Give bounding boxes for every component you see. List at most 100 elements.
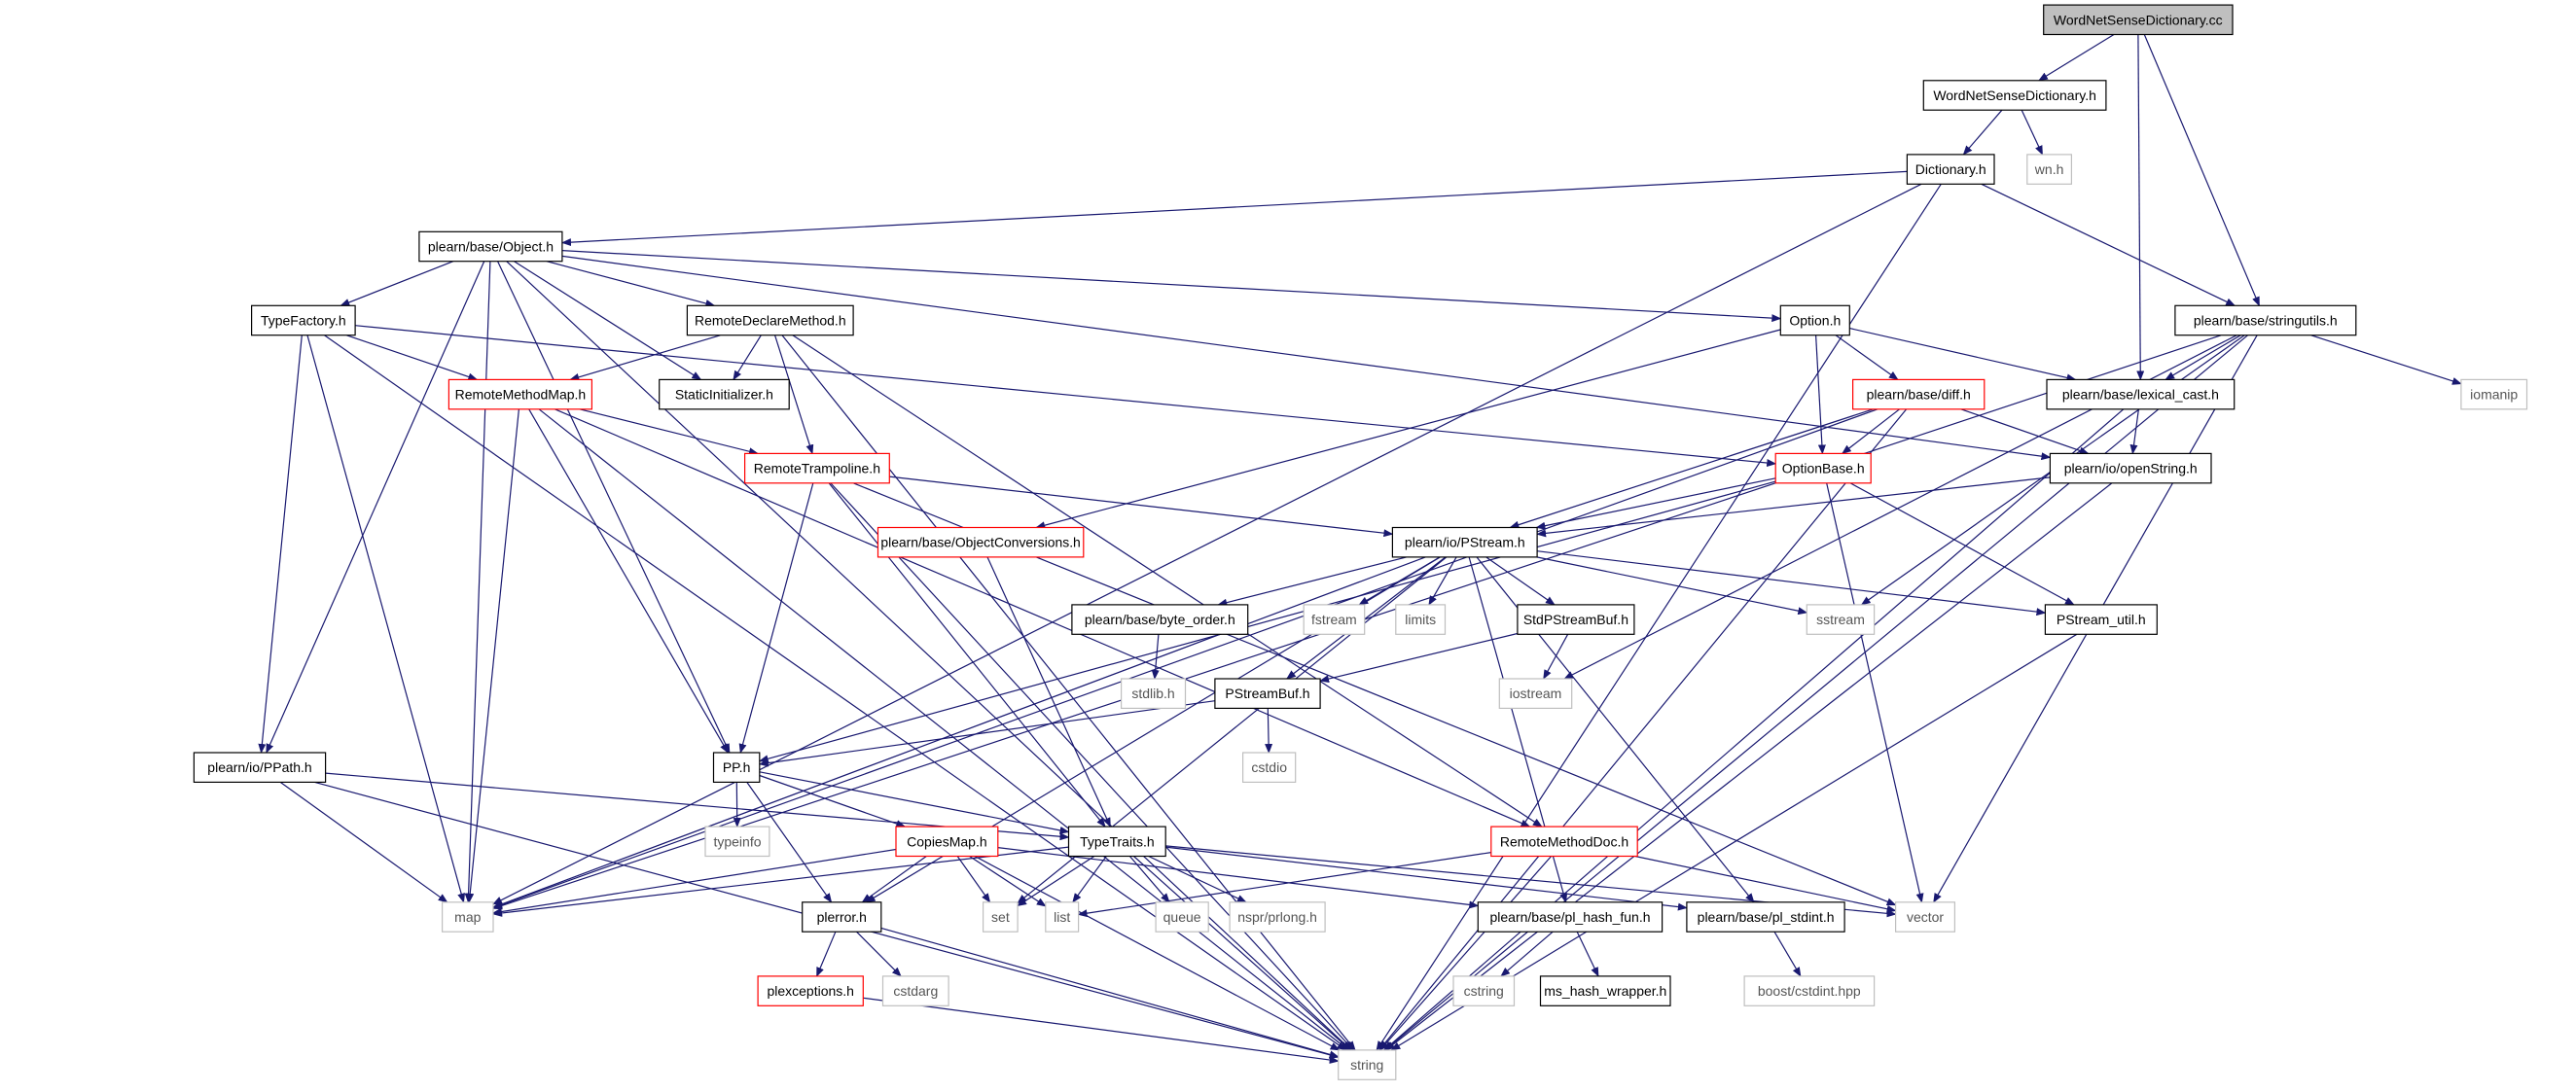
node-cstring: cstring [1452,975,1516,1006]
node-sstream: sstream [1806,604,1876,635]
edge-pstreambuf_h-to-pp_h [758,700,1215,767]
node-pp_h[interactable]: PP.h [712,752,761,783]
edge-remotedeclaremethod_h-to-remotemethodmap_h [569,335,721,381]
edge-diff_h-to-map [492,408,1878,909]
edge-remotemethoddoc_h-to-vector [1634,855,1897,913]
edge-stringutils_h-to-iomanip [2310,335,2462,385]
node-wnsd_h[interactable]: WordNetSenseDictionary.h [1922,80,2107,111]
node-plerror_h[interactable]: plerror.h [802,901,882,933]
node-box-string [1338,1049,1397,1080]
node-stringutils_h[interactable]: plearn/base/stringutils.h [2174,304,2357,336]
edge-pstream_h-to-limits [1428,556,1457,606]
node-label-openstring_h: plearn/io/openString.h [2064,461,2198,476]
node-remotetrampoline_h[interactable]: RemoteTrampoline.h [743,452,890,484]
node-label-remotedeclaremethod_h: RemoteDeclareMethod.h [695,313,846,329]
node-ms_hash_wrapper_h[interactable]: ms_hash_wrapper.h [1539,975,1671,1006]
edge-option_h-to-diff_h [1835,335,1899,380]
edge-typefactory_h-to-remotemethodmap_h [346,335,479,381]
edge-remotemethodmap_h-to-remotetrampoline_h [579,408,759,456]
node-remotemethodmap_h[interactable]: RemoteMethodMap.h [447,378,592,410]
node-box-diff_h [1851,378,1986,410]
edge-stringutils_h-to-lexical_cast_h [2165,335,2241,380]
node-optionbase_h[interactable]: OptionBase.h [1774,452,1872,484]
node-byte_order_h[interactable]: plearn/base/byte_order.h [1071,604,1249,635]
node-pstream_util_h[interactable]: PStream_util.h [2044,604,2158,635]
node-typeinfo: typeinfo [704,826,770,858]
node-label-remotemethoddoc_h: RemoteMethodDoc.h [1500,833,1628,849]
node-staticinitializer_h[interactable]: StaticInitializer.h [659,378,790,410]
node-typefactory_h[interactable]: TypeFactory.h [251,304,356,336]
edge-remotedeclaremethod_h-to-remotetrampoline_h [774,335,814,455]
node-box-byte_order_h [1071,604,1249,635]
edge-object_h-to-remotedeclaremethod_h [546,261,716,307]
edge-pp_h-to-copiesmap_h [759,774,907,828]
edge-pp_h-to-typetraits_h [759,771,1070,834]
edge-plerror_h-to-string [880,927,1340,1059]
node-diff_h[interactable]: plearn/base/diff.h [1851,378,1986,410]
node-lexical_cast_h[interactable]: plearn/base/lexical_cast.h [2046,378,2236,410]
edge-byte_order_h-to-stdlib_h [1151,634,1160,680]
node-box-vector [1894,901,1955,933]
node-box-ppath_h [193,752,327,783]
node-typetraits_h[interactable]: TypeTraits.h [1067,826,1166,858]
node-box-openstring_h [2049,452,2212,484]
node-pl_hash_fun_h[interactable]: plearn/base/pl_hash_fun.h [1477,901,1664,933]
node-label-wnsd_h: WordNetSenseDictionary.h [1933,88,2096,103]
edge-pl_hash_fun_h-to-ms_hash_wrapper_h [1576,931,1599,977]
node-stdpstreambuf_h[interactable]: StdPStreamBuf.h [1517,604,1635,635]
edge-pp_h-to-plerror_h [746,782,833,903]
edge-dictionary_h-to-map [492,183,1922,905]
node-label-byte_order_h: plearn/base/byte_order.h [1085,612,1235,627]
node-object_h[interactable]: plearn/base/Object.h [418,230,563,263]
node-box-pp_h [712,752,761,783]
edge-typefactory_h-to-ppath_h [258,335,303,754]
edge-pstreambuf_h-to-cstdio [1265,708,1273,754]
edge-remotemethoddoc_h-to-list [1077,852,1491,918]
node-label-remotetrampoline_h: RemoteTrampoline.h [754,461,880,476]
node-box-typetraits_h [1067,826,1166,858]
node-objectconversions_h[interactable]: plearn/base/ObjectConversions.h [877,526,1085,558]
node-option_h[interactable]: Option.h [1779,304,1850,336]
node-label-stdlib_h: stdlib.h [1131,686,1174,701]
node-label-option_h: Option.h [1789,313,1841,329]
edge-pstream_h-to-map [492,556,1426,908]
node-copiesmap_h[interactable]: CopiesMap.h [895,826,999,858]
edge-wnsd_h-to-dictionary_h [1962,109,2003,156]
node-openstring_h[interactable]: plearn/io/openString.h [2049,452,2212,484]
node-label-ms_hash_wrapper_h: ms_hash_wrapper.h [1544,983,1666,999]
node-box-cstdarg [881,975,949,1006]
edge-remotemethodmap_h-to-remotemethoddoc_h [555,408,1531,828]
node-pstreambuf_h[interactable]: PStreamBuf.h [1214,678,1321,709]
node-dictionary_h[interactable]: Dictionary.h [1906,154,1995,185]
edge-plerror_h-to-plexceptions_h [816,931,837,977]
node-label-dictionary_h: Dictionary.h [1915,161,1986,177]
edge-ppath_h-to-map [279,781,448,903]
edge-diff_h-to-openstring_h [1960,408,2090,455]
edge-pl_hash_fun_h-to-cstring [1500,931,1554,977]
node-vector: vector [1894,901,1955,933]
node-box-nspr_prlong_h [1229,901,1326,933]
node-label-vector: vector [1907,909,1944,925]
node-wnsd_cc[interactable]: WordNetSenseDictionary.cc [2043,4,2234,36]
node-label-pstreambuf_h: PStreamBuf.h [1225,686,1309,701]
node-box-wn_h [2026,154,2073,185]
node-wn_h: wn.h [2026,154,2073,185]
node-pl_stdint_h[interactable]: plearn/base/pl_stdint.h [1686,901,1845,933]
edge-typetraits_h-to-queue [1128,856,1170,903]
node-plexceptions_h[interactable]: plexceptions.h [757,975,864,1006]
node-pstream_h[interactable]: plearn/io/PStream.h [1391,526,1538,558]
node-ppath_h[interactable]: plearn/io/PPath.h [193,752,327,783]
node-box-option_h [1779,304,1850,336]
edge-wnsd_cc-to-wnsd_h [2038,33,2115,82]
node-label-iomanip: iomanip [2470,387,2518,403]
edge-object_h-to-openstring_h [561,255,2052,461]
node-label-diff_h: plearn/base/diff.h [1867,387,1971,403]
node-box-lexical_cast_h [2046,378,2236,410]
node-remotemethoddoc_h[interactable]: RemoteMethodDoc.h [1490,826,1638,858]
edge-pstream_h-to-pstreambuf_h [1286,556,1447,680]
edge-stdpstreambuf_h-to-pstreambuf_h [1319,632,1519,683]
node-map: map [442,901,494,933]
edge-typetraits_h-to-nspr_prlong_h [1148,855,1247,903]
node-remotedeclaremethod_h[interactable]: RemoteDeclareMethod.h [686,304,854,336]
